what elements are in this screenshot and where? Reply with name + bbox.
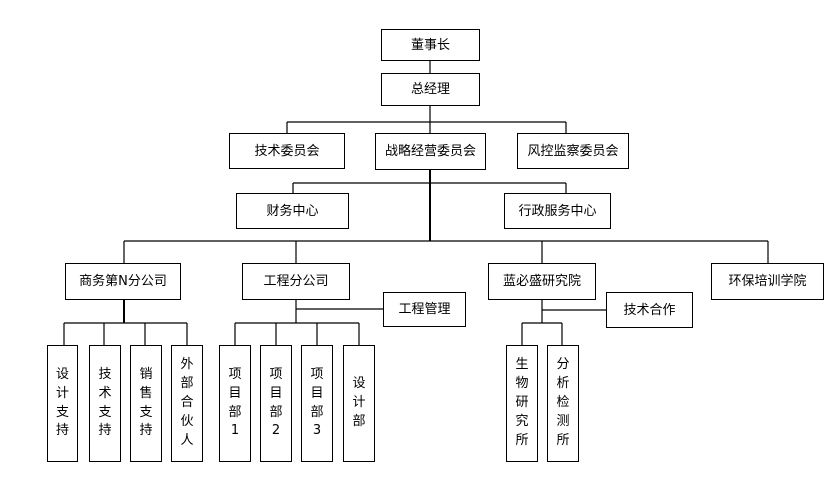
commerce-dept-label: 设计支持 (56, 366, 70, 439)
commerce-dept-label: 技术支持 (98, 366, 112, 439)
engineering-dept-label: 项目部2 (269, 366, 283, 439)
commerce-dept-box: 外部合伙人 (171, 345, 203, 462)
engineering-dept-label: 项目部1 (228, 366, 242, 439)
tech-committee-box: 技术委员会 (229, 133, 345, 169)
general-manager-box: 总经理 (381, 73, 480, 106)
institute-dept-label: 生物研究所 (515, 357, 529, 448)
commerce-dept-box: 设计支持 (47, 345, 78, 462)
risk-committee-box: 风控监察委员会 (517, 133, 629, 169)
tech-cooperation-box: 技术合作 (606, 292, 693, 328)
engineering-division-box: 工程分公司 (242, 263, 350, 300)
commerce-division-box: 商务第N分公司 (65, 263, 181, 300)
commerce-dept-box: 销售支持 (130, 345, 162, 462)
academy-division-box: 环保培训学院 (711, 263, 824, 300)
engineering-dept-box: 设计部 (343, 345, 375, 462)
institute-dept-box: 分析检测所 (547, 345, 579, 462)
institute-dept-label: 分析检测所 (556, 357, 570, 448)
engineering-management-box: 工程管理 (383, 292, 466, 327)
engineering-dept-box: 项目部3 (301, 345, 333, 462)
admin-center-box: 行政服务中心 (504, 193, 611, 229)
engineering-dept-label: 设计部 (352, 376, 366, 429)
engineering-dept-box: 项目部1 (219, 345, 251, 462)
commerce-dept-box: 技术支持 (89, 345, 121, 462)
institute-division-box: 蓝必盛研究院 (488, 263, 596, 300)
commerce-dept-label: 销售支持 (139, 366, 153, 439)
institute-dept-box: 生物研究所 (506, 345, 538, 462)
engineering-dept-label: 项目部3 (310, 366, 324, 439)
chairman-box: 董事长 (381, 29, 480, 61)
strategy-committee-box: 战略经营委员会 (375, 133, 486, 170)
commerce-dept-label: 外部合伙人 (180, 357, 194, 448)
engineering-dept-box: 项目部2 (260, 345, 292, 462)
finance-center-box: 财务中心 (236, 193, 349, 229)
